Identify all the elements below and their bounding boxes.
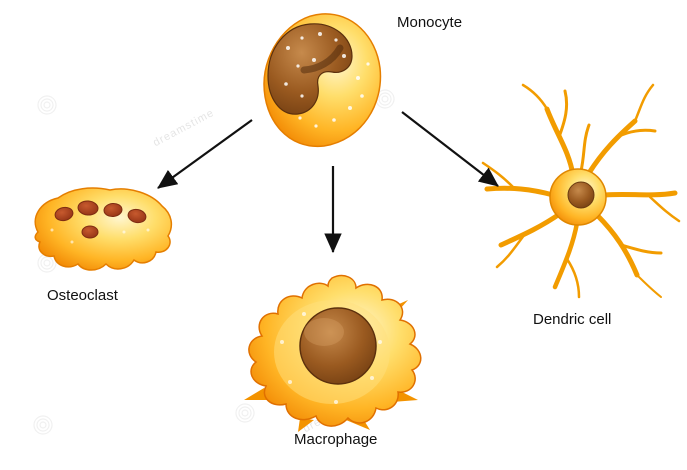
osteoclast-speckles [50, 228, 150, 244]
macrophage-cell-illustration [244, 274, 422, 432]
arrow-monocyte-to-dendritic [401, 111, 499, 187]
watermark-spiral-icon [235, 403, 255, 423]
watermark-spiral-icon [37, 95, 57, 115]
monocyte-cell-illustration [263, 13, 382, 148]
arrow-monocyte-to-osteoclast [157, 119, 253, 189]
dendritic-cell-illustration [481, 83, 681, 299]
macrophage-nucleus-highlight [304, 318, 344, 346]
label-dendritic-cell: Dendric cell [533, 311, 612, 328]
macrophage-nucleus [299, 307, 377, 385]
label-osteoclast: Osteoclast [47, 287, 118, 304]
monocyte-granules [284, 32, 370, 128]
watermark-spiral-icon [33, 415, 53, 435]
label-monocyte: Monocyte [397, 14, 463, 31]
dendrites [481, 83, 681, 299]
macrophage-vesicles [280, 312, 382, 404]
dendritic-nucleus [567, 181, 595, 209]
monocyte-nucleus-fold [300, 44, 344, 74]
osteoclast-nuclei [54, 200, 147, 239]
label-macrophage: Macrophage [294, 431, 378, 448]
osteoclast-cell-illustration [34, 187, 173, 271]
